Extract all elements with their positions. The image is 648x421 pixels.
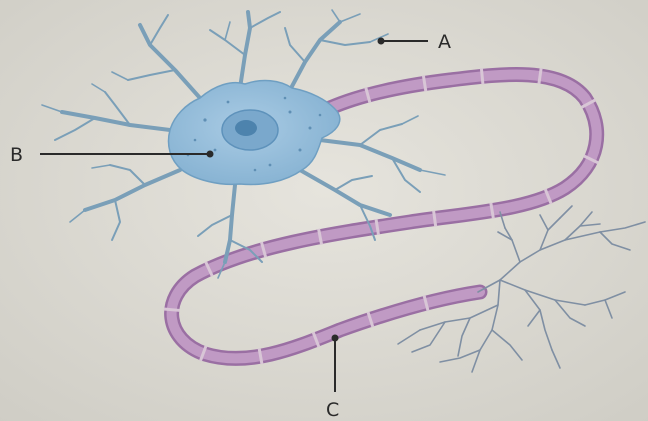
pointer-c-dot	[332, 335, 339, 342]
label-c: C	[326, 399, 339, 421]
label-a: A	[438, 31, 451, 53]
label-b: B	[10, 144, 23, 166]
pointer-b-dot	[207, 151, 214, 158]
nucleolus	[235, 120, 257, 136]
pointer-a-dot	[378, 38, 385, 45]
